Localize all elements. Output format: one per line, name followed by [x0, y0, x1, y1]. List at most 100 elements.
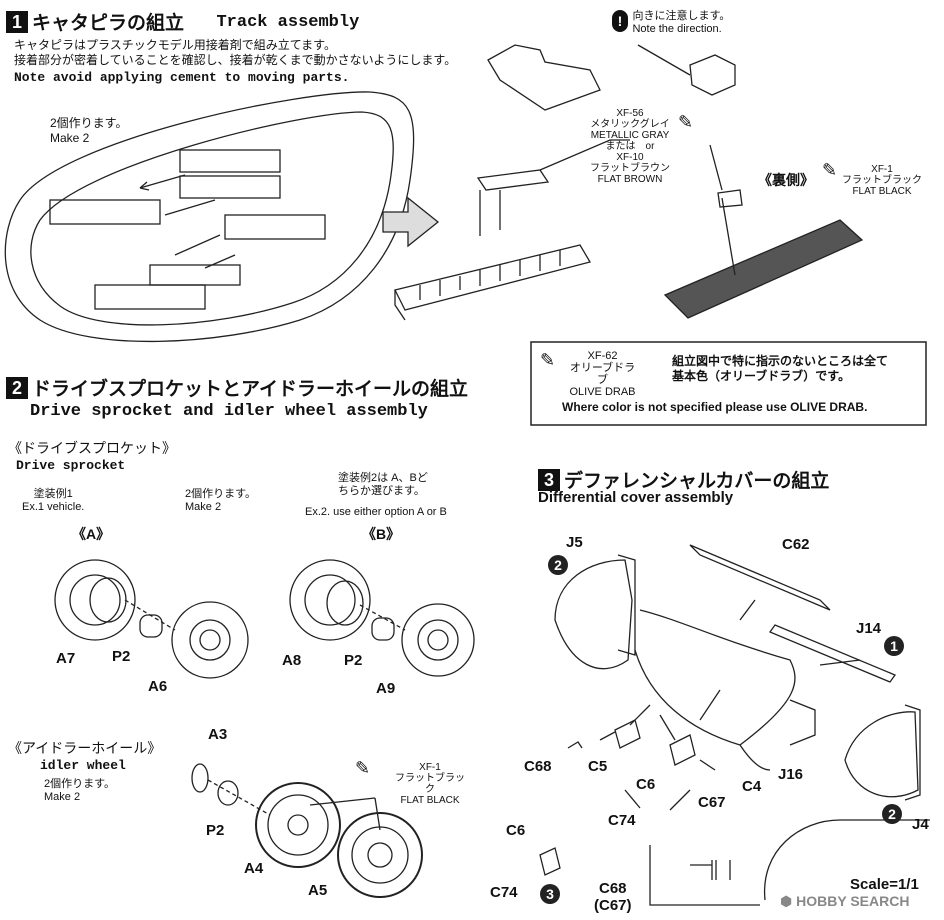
track-links-upper: [49, 149, 326, 310]
step1-note-jp-2: 接着部分が密着していることを確認し、接着が乾くまで動かさないようにします。: [14, 53, 457, 67]
link-piece: [476, 169, 550, 191]
paint-name-en-flat-black-idler: FLAT BLACK: [400, 795, 460, 806]
sprocket-make: 2個作ります。 Make 2: [185, 488, 256, 514]
part-label-c68: C68: [524, 758, 552, 775]
paint-or: または or: [605, 141, 655, 152]
ref-number: 2: [882, 804, 902, 824]
part-label-a4: A4: [244, 860, 264, 877]
paint-name-en-olive-drab: OLIVE DRAB: [569, 386, 636, 398]
part-label-c68-b: C68: [598, 880, 627, 897]
part-label-a9: A9: [376, 680, 396, 697]
step1-title-jp: キャタピラの組立: [32, 13, 185, 34]
paint-code-xf62: XF-62: [587, 350, 618, 362]
paint-xf1-step1: XF-1 フラットブラック FLAT BLACK: [842, 164, 922, 197]
part-label-p2: P2: [112, 648, 131, 665]
link-detail: [487, 44, 601, 111]
idler-label-en: idler wheel: [40, 758, 126, 773]
part-label-c68-c67: C68 (C67): [594, 880, 632, 914]
track-reverse: [663, 219, 864, 319]
step2-title-jp: ドライブスプロケットとアイドラーホイールの組立: [32, 379, 469, 400]
colorbox-text-jp: 組立図中で特に指示のないところは全て 基本色（オリーブドラブ）です。: [672, 354, 888, 384]
idler-make-jp: 2個作ります。: [44, 778, 116, 790]
part-label-c6: C6: [636, 776, 656, 793]
warning-icon: !: [612, 10, 628, 32]
sprocket-make-en: Make 2: [185, 501, 222, 513]
ref-circle-2b: 2: [882, 804, 902, 824]
watermark-text: HOBBY SEARCH: [796, 893, 910, 909]
part-label-c62: C62: [782, 536, 810, 553]
scale-label: Scale=1/1: [850, 876, 919, 893]
small-parts: [539, 704, 930, 906]
ex2-jp-1: 塗装例2は A、Bど: [338, 472, 428, 484]
step3-number: 3: [538, 468, 560, 491]
part-label-a5: A5: [308, 882, 328, 899]
colorbox-text-jp-2: 基本色（オリーブドラブ）です。: [672, 369, 851, 383]
part-label-a8: A8: [282, 652, 302, 669]
ex1-jp: 塗装例1: [33, 488, 73, 500]
ref-circle-3: 3: [540, 884, 560, 904]
paint-xf56: XF-56 メタリックグレイ METALLIC GRAY または or XF-1…: [580, 108, 680, 185]
part-label-c74: C74: [608, 812, 636, 829]
paint-code-xf1: XF-1: [871, 164, 893, 175]
paint-name-jp-flat-black-idler: フラットブラック: [395, 773, 465, 795]
paint-name-jp-flat-black: フラットブラック: [842, 175, 922, 186]
part-label-j14: J14: [856, 620, 882, 637]
ex2-label-en: Ex.2. use either option A or B: [305, 506, 447, 518]
paint-code-xf1-idler: XF-1: [419, 762, 441, 773]
step1-make-en: Make 2: [50, 131, 90, 145]
ref-circle-1: 1: [884, 636, 904, 656]
watermark-logo-icon: ⬢: [780, 893, 793, 909]
ref-number: 2: [548, 555, 568, 575]
part-label-a7: A7: [56, 650, 76, 667]
track-segment: [394, 244, 591, 321]
part-label-c67-b: (C67): [594, 897, 632, 914]
direction-note: ! 向きに注意します。 Note the direction.: [612, 10, 730, 36]
paint-name-jp-flat-brown: フラットブラウン: [590, 163, 670, 174]
paint-code-xf10: XF-10: [616, 152, 644, 163]
part-label-c67: C67: [698, 794, 726, 811]
paint-xf1-step2: XF-1 フラットブラック FLAT BLACK: [395, 762, 465, 806]
part-label-a6: A6: [148, 678, 168, 695]
paint-name-en-metallic-gray: METALLIC GRAY: [590, 130, 670, 141]
step1-make-jp: 2個作ります。: [50, 116, 128, 130]
sprocket-b: [289, 559, 475, 677]
ex2-jp-2: ちらか選びます。: [338, 485, 425, 497]
step1-make: 2個作ります。 Make 2: [50, 116, 127, 146]
part-label-p2-idler: P2: [206, 822, 225, 839]
step1-note-jp-1: キャタピラはプラスチックモデル用接着剤で組み立てます。: [14, 38, 336, 52]
paint-brush-icon: ✎: [822, 160, 838, 180]
part-label-c5: C5: [588, 758, 608, 775]
option-a-label: 《A》: [72, 526, 111, 542]
idler-label-jp: 《アイドラーホイール》: [8, 740, 162, 756]
step1-note-en: Note avoid applying cement to moving par…: [14, 70, 350, 85]
big-arrow: [382, 196, 440, 248]
paint-name-jp-metallic-gray: メタリックグレイ: [590, 119, 670, 130]
sprocket-make-jp: 2個作ります。: [185, 488, 257, 500]
colorbox-text-jp-1: 組立図中で特に指示のないところは全て: [672, 354, 889, 368]
step1-number: 1: [6, 10, 28, 33]
idler-make: 2個作ります。 Make 2: [44, 778, 115, 804]
ref-circle-2: 2: [548, 555, 568, 575]
step1-title-en: Track assembly: [216, 12, 360, 32]
part-label-j4: J4: [912, 816, 929, 833]
diff-cover: [554, 544, 921, 801]
direction-en: Note the direction.: [632, 23, 722, 35]
step3-title-en: Differential cover assembly: [538, 489, 734, 506]
paint-name-en-flat-brown: FLAT BROWN: [597, 174, 663, 185]
option-b-label: 《B》: [362, 526, 401, 542]
paint-brush-icon: ✎: [678, 112, 694, 132]
idler-make-en: Make 2: [44, 791, 81, 803]
step3-title-jp: デファレンシャルカバーの組立: [564, 471, 830, 492]
colorbox-text-en: Where color is not specified please use …: [562, 400, 868, 414]
track-loop: [4, 91, 415, 343]
direction-jp: 向きに注意します。: [632, 10, 731, 22]
sprocket-a: [54, 559, 249, 679]
part-label-c4: C4: [742, 778, 762, 795]
step1-notes-jp: キャタピラはプラスチックモデル用接着剤で組み立てます。 接着部分が密着しているこ…: [14, 38, 456, 68]
part-label-c74-b: C74: [490, 884, 518, 901]
watermark: ⬢ HOBBY SEARCH: [780, 893, 909, 910]
paint-brush-icon: ✎: [355, 758, 371, 778]
